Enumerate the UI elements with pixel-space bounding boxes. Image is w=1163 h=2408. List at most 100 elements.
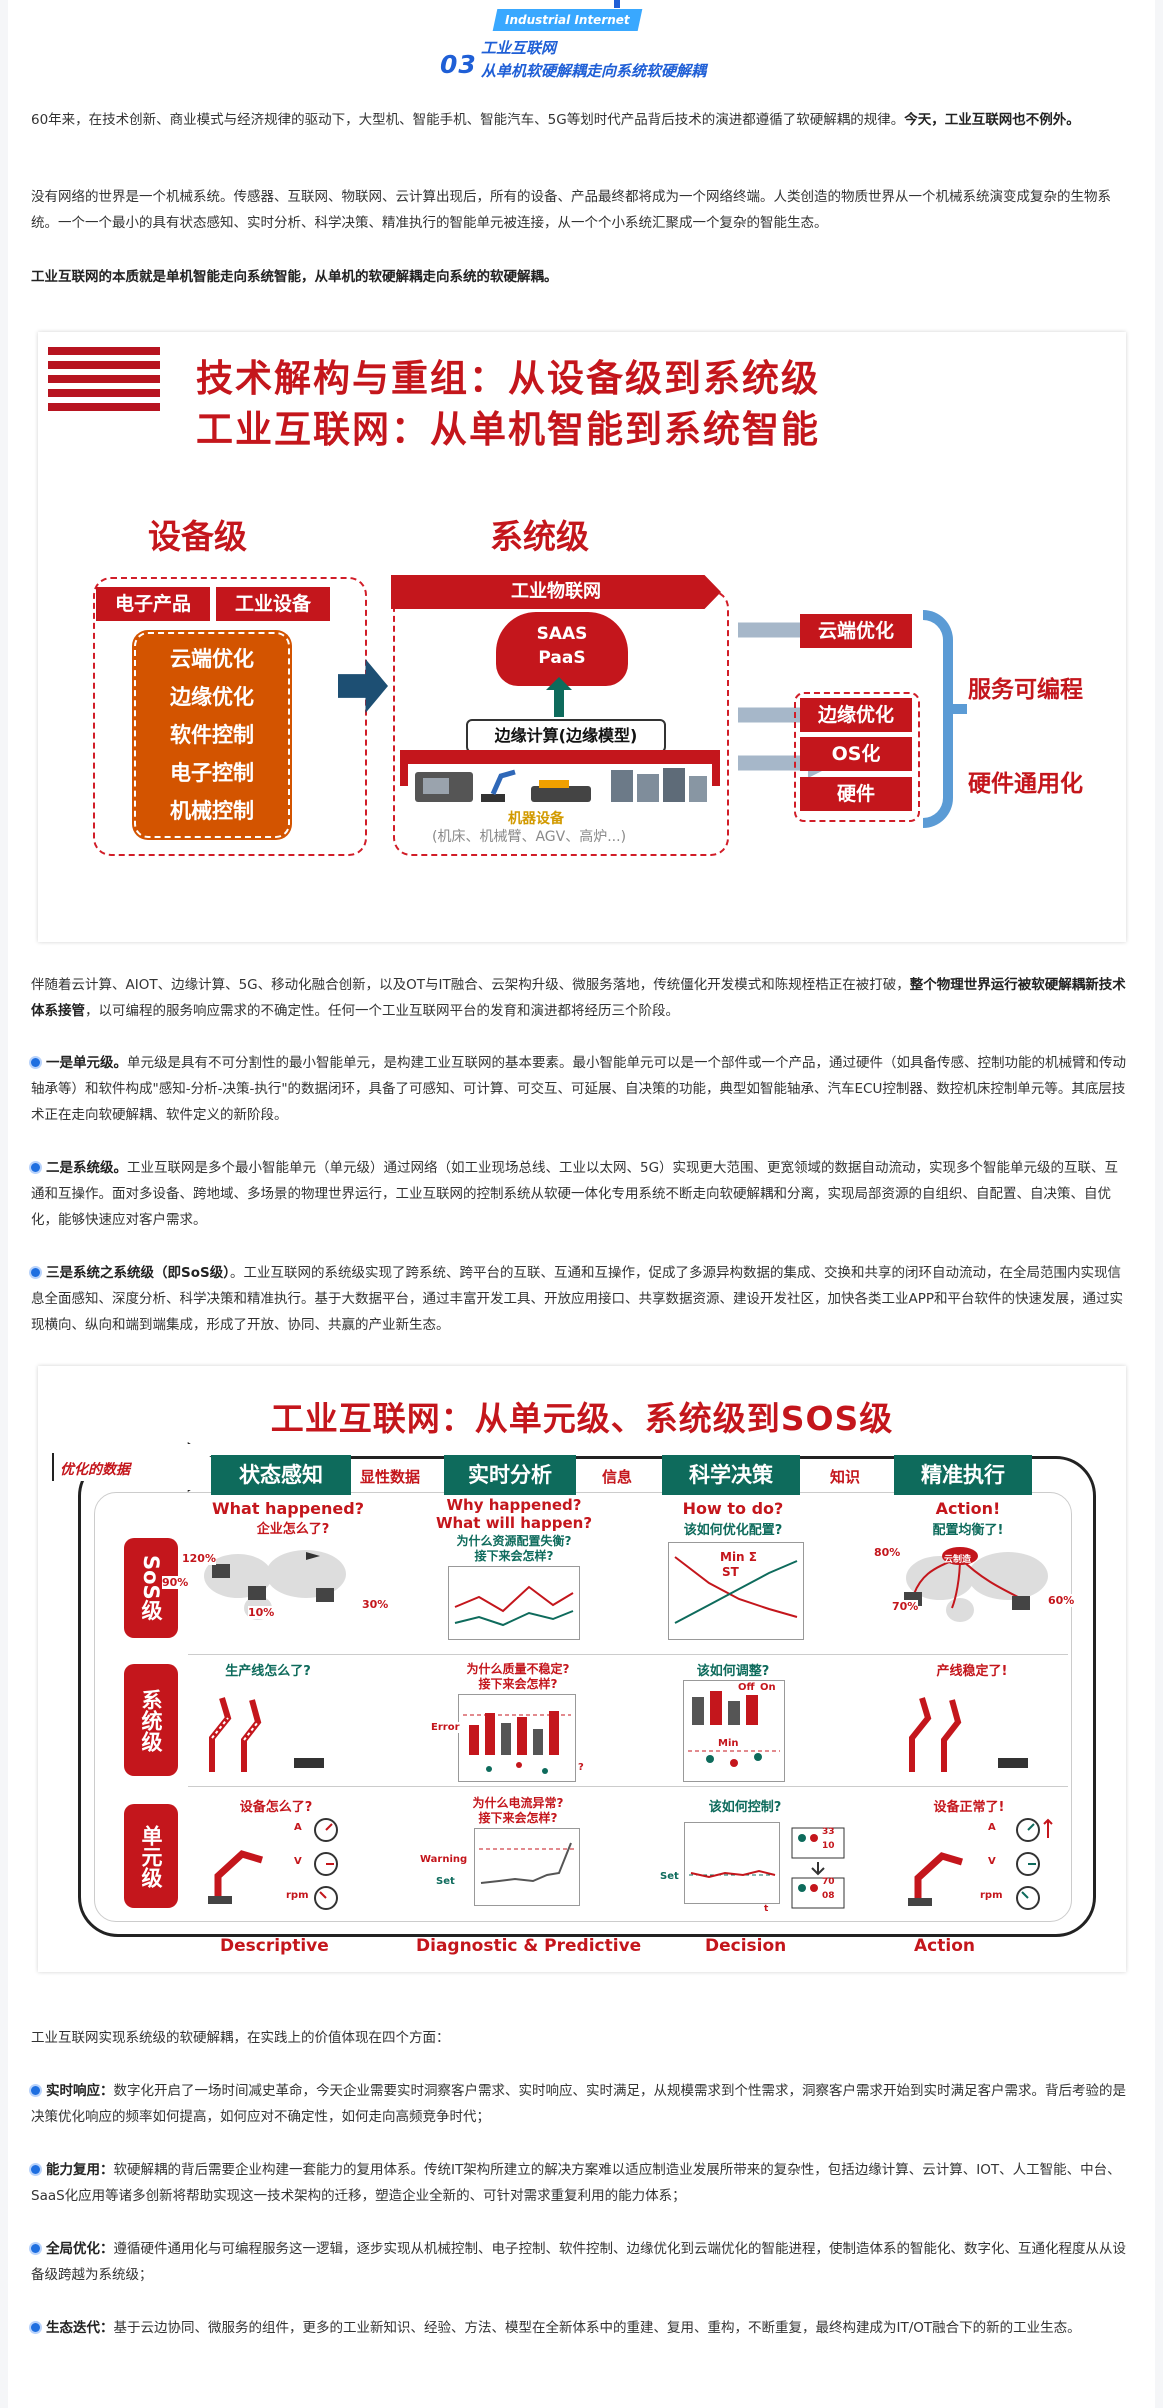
section-title-line2: 从单机软硬解耦走向系统软硬解耦 xyxy=(481,62,707,80)
min-sigma-label: Min Σ xyxy=(720,1550,757,1564)
bullet-sos-level: 三是系统之系统级（即SoS级）。工业互联网的系统级实现了跨系统、跨平台的互联、互… xyxy=(31,1260,1131,1338)
hardware-general-label: 硬件通用化 xyxy=(968,771,1083,797)
readout-num: 10 xyxy=(822,1841,835,1851)
sos-q-company: 企业怎么了? xyxy=(256,1522,330,1537)
os-box: OS化 xyxy=(800,737,912,771)
gauge-rpm-label: rpm xyxy=(286,1890,309,1901)
readout-num: 70 xyxy=(822,1877,835,1887)
bullet-unit-level: 一是单元级。单元级是具有不可分割性的最小智能单元，是构建工业互联网的基本要素。最… xyxy=(31,1050,1131,1128)
value-realtime: 实时响应：数字化开启了一场时间减史革命，今天企业需要实时洞察客户需求、实时响应、… xyxy=(31,2078,1131,2130)
cloud-paas-label: PaaS xyxy=(538,648,586,668)
figure-unit-system-sos: 工业互联网：从单元级、系统级到SOS级 优化的数据 状态感知 显性数据 实时分析… xyxy=(38,1366,1126,1972)
sos-pct: 90% xyxy=(162,1576,189,1589)
up-arrow-icon xyxy=(546,677,572,717)
device-level-heading: 设备级 xyxy=(148,517,247,556)
value-reuse: 能力复用：软硬解耦的背后需要企业构建一套能力的复用体系。传统IT架构所建立的解决… xyxy=(31,2157,1131,2209)
unit-q-normal: 设备正常了! xyxy=(933,1800,1005,1815)
unit-q-current: 为什么电流异常? xyxy=(472,1796,564,1810)
stage-execution: 精准执行 xyxy=(894,1455,1032,1495)
sos-q-action: Action! xyxy=(935,1499,1001,1518)
row-separator xyxy=(188,1786,1068,1787)
gauge-rpm-label: rpm xyxy=(980,1890,1003,1901)
stack-item: 边缘优化 xyxy=(170,685,254,709)
bullet-system-level: 二是系统级。工业互联网是多个最小智能单元（单元级）通过网络（如工业现场总线、工业… xyxy=(31,1155,1131,1233)
gauge-a-label: A xyxy=(294,1822,302,1833)
section-title-line1: 工业互联网 xyxy=(481,39,557,57)
device-box-industrial: 工业设备 xyxy=(216,587,330,621)
sos-q-how: How to do? xyxy=(682,1499,784,1518)
figure1-title-line1: 技术解构与重组：从设备级到系统级 xyxy=(196,357,820,400)
sos-pct-right: 80% xyxy=(874,1546,901,1559)
article-page: Industrial Internet 03 工业互联网 从单机软硬解耦走向系统… xyxy=(8,0,1155,2408)
error-label: Error xyxy=(431,1722,460,1733)
off-label: Off xyxy=(738,1682,755,1693)
adjust-chart xyxy=(683,1680,785,1782)
sos-q-optimize: 该如何优化配置? xyxy=(683,1523,783,1538)
gauge-a-label: A xyxy=(988,1822,996,1833)
quality-bar-chart xyxy=(458,1694,576,1782)
section-header: Industrial Internet 03 工业互联网 从单机软硬解耦走向系统… xyxy=(8,0,1155,90)
connector-explicit-data: 显性数据 xyxy=(356,1466,425,1487)
stage-decision: 科学决策 xyxy=(662,1455,800,1495)
unit-q-device: 设备怎么了? xyxy=(239,1800,313,1815)
intro-paragraph-3: 工业互联网的本质就是单机智能走向系统智能，从单机的软硬解耦走向系统的软硬解耦。 xyxy=(31,269,558,285)
edge-optimization-box: 边缘优化 xyxy=(800,698,912,732)
t-axis-label: t xyxy=(764,1904,769,1914)
footer-decision: Decision xyxy=(705,1936,787,1956)
stage-sensing: 状态感知 xyxy=(211,1455,351,1495)
device-level-frame xyxy=(93,577,367,856)
sos-q-next: 接下来会怎样? xyxy=(474,1549,554,1563)
question-label: ? xyxy=(578,1762,584,1773)
stack-item: 机械控制 xyxy=(170,799,254,823)
machines-illustration-icon xyxy=(415,768,707,802)
st-label: ST xyxy=(722,1565,739,1579)
set-label: Set xyxy=(436,1876,455,1887)
current-chart xyxy=(474,1828,580,1906)
device-capability-stack: 云端优化 边缘优化 软件控制 电子控制 机械控制 xyxy=(134,632,290,838)
stack-item: 云端优化 xyxy=(170,647,254,671)
robot-arm-icon xyxy=(208,1850,264,1904)
gauge-v-label: V xyxy=(988,1856,996,1867)
figure2-title: 工业互联网：从单元级、系统级到SOS级 xyxy=(270,1399,894,1438)
footer-descriptive: Descriptive xyxy=(220,1936,329,1956)
machines-detail: (机床、机械臂、AGV、高炉...) xyxy=(432,829,627,845)
controller-readout-icon xyxy=(791,1827,845,1909)
header-notch-decoration xyxy=(614,0,620,8)
sys-q-quality: 为什么质量不稳定? xyxy=(466,1662,570,1676)
connector-knowledge: 知识 xyxy=(826,1466,865,1487)
value-lead: 工业互联网实现系统级的软硬解耦，在实践上的价值体现在四个方面： xyxy=(31,2030,450,2046)
warning-label: Warning xyxy=(420,1854,468,1865)
level-unit: 单元级 xyxy=(124,1804,178,1908)
sos-pct: 30% xyxy=(362,1598,389,1611)
min-label: Min xyxy=(718,1738,739,1749)
intro-paragraph-1: 60年来，在技术创新、商业模式与经济规律的驱动下，大型机、智能手机、智能汽车、5… xyxy=(31,112,1080,128)
readout-num: 33 xyxy=(822,1827,835,1837)
footer-diagnostic: Diagnostic & Predictive xyxy=(416,1936,642,1956)
hardware-group-frame xyxy=(794,692,920,822)
level-system: 系统级 xyxy=(124,1664,178,1776)
optimized-data-label: 优化的数据 xyxy=(60,1462,130,1478)
stack-item: 电子控制 xyxy=(170,761,254,785)
sos-pct: 10% xyxy=(248,1606,275,1619)
gauge-v-label: V xyxy=(294,1856,302,1867)
header-tag: Industrial Internet xyxy=(492,9,643,31)
sos-q-balanced: 配置均衡了! xyxy=(932,1523,1004,1538)
sys-q-stable: 产线稳定了! xyxy=(936,1664,1008,1679)
robot-line-icon xyxy=(209,1697,324,1772)
cloud-optimization-box: 云端优化 xyxy=(800,614,912,648)
intro-paragraph-2: 没有网络的世界是一个机械系统。传感器、互联网、物联网、云计算出现后，所有的设备、… xyxy=(31,189,1111,231)
figure1-title-line2: 工业互联网：从单机智能到系统智能 xyxy=(196,408,820,451)
service-programmable-label: 服务可编程 xyxy=(968,677,1083,703)
sys-q-adjust: 该如何调整? xyxy=(696,1664,770,1679)
stage-analysis: 实时分析 xyxy=(444,1455,576,1495)
on-label: On xyxy=(760,1682,776,1693)
sys-q-next: 接下来会怎样? xyxy=(478,1677,558,1691)
world-map-icon xyxy=(204,1550,346,1620)
cloud-saas-label: SAAS xyxy=(536,624,588,644)
hardware-box: 硬件 xyxy=(800,777,912,811)
sos-analysis-chart xyxy=(448,1566,580,1640)
gauges-icon xyxy=(1016,1818,1053,1910)
unit-q-control: 该如何控制? xyxy=(708,1800,782,1815)
unit-q-next: 接下来会怎样? xyxy=(478,1811,558,1825)
cloud-manufacturing-label: 云制造 xyxy=(944,1555,972,1565)
